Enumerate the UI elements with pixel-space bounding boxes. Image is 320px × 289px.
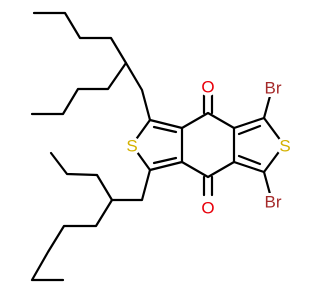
sulfur-right-label: S bbox=[279, 137, 290, 156]
bromine-top-atom: Br bbox=[260, 79, 286, 98]
atom-labels: O O Br Br S S bbox=[123, 78, 294, 218]
bond-skeleton bbox=[30, 11, 286, 282]
chemical-structure-drawing: O O Br Br S S bbox=[30, 11, 294, 282]
bromine-top-label: Br bbox=[265, 79, 282, 98]
oxygen-top-label: O bbox=[201, 78, 214, 97]
oxygen-bottom-label: O bbox=[201, 199, 214, 218]
oxygen-top-atom: O bbox=[199, 78, 217, 97]
bromine-bottom-label: Br bbox=[265, 193, 282, 212]
sulfur-right-atom: S bbox=[276, 137, 294, 156]
oxygen-bottom-atom: O bbox=[199, 199, 217, 218]
sulfur-left-label: S bbox=[126, 137, 137, 156]
bromine-bottom-atom: Br bbox=[260, 193, 286, 212]
sulfur-left-atom: S bbox=[123, 137, 141, 156]
